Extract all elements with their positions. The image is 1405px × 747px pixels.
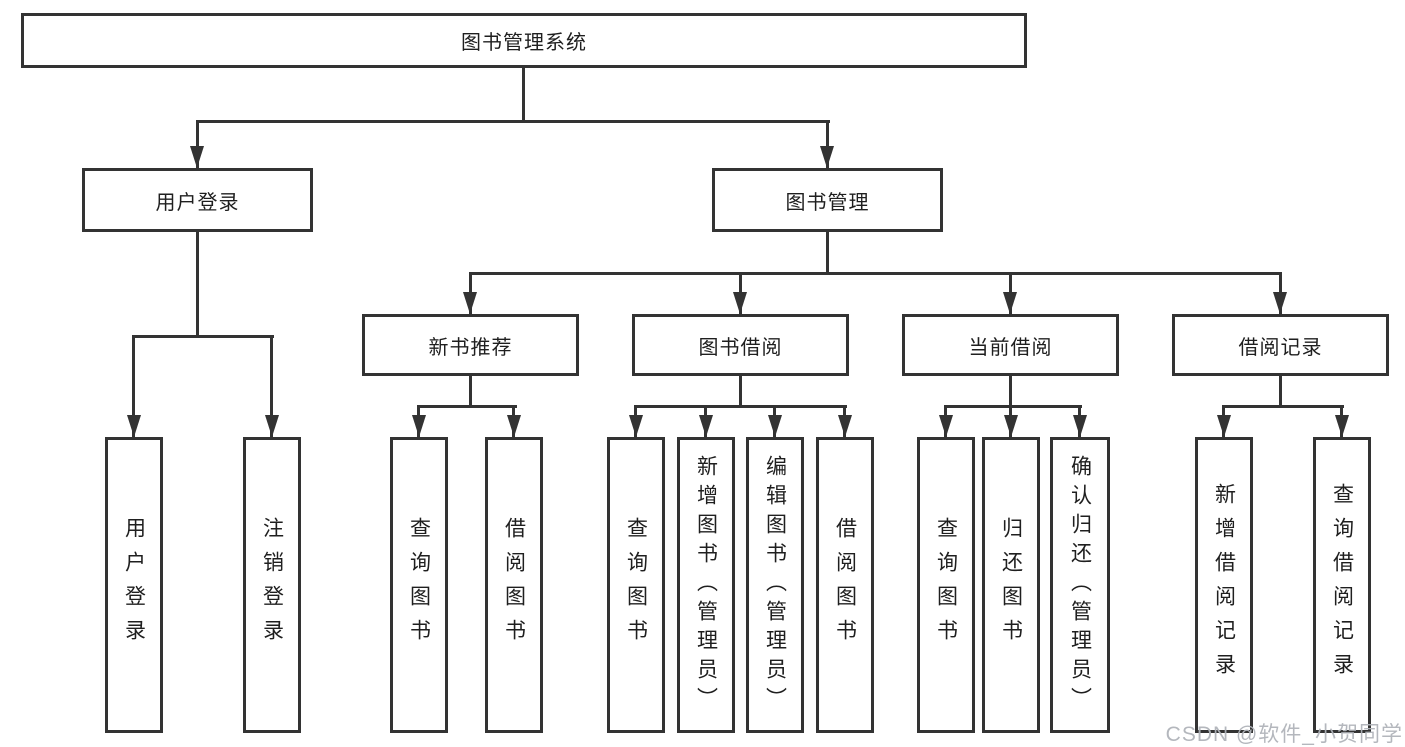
node-borrowing-records: 借阅记录 — [1172, 314, 1389, 376]
connector-line — [469, 376, 472, 408]
arrow-down-icon — [463, 292, 477, 314]
node-label: 借阅记录 — [1238, 336, 1323, 359]
arrow-down-icon — [507, 415, 521, 437]
arrow-down-icon — [629, 415, 643, 437]
leaf-query-books: 查询图书 — [607, 437, 665, 733]
leaf-borrow-books: 借阅图书 — [816, 437, 874, 733]
leaf-label: 新增借阅记录 — [1212, 483, 1236, 687]
connector-line — [634, 405, 847, 408]
connector-line — [469, 272, 1282, 275]
leaf-label: 查询图书 — [934, 517, 958, 653]
node-book-borrowing: 图书借阅 — [632, 314, 849, 376]
connector-line — [826, 120, 829, 168]
leaf-confirm-return-admin: 确认归还（管理员） — [1050, 437, 1110, 733]
arrow-down-icon — [838, 415, 852, 437]
leaf-borrow-books: 借阅图书 — [485, 437, 543, 733]
node-book-management: 图书管理 — [712, 168, 943, 232]
connector-line — [826, 232, 829, 275]
connector-line — [270, 335, 273, 437]
arrow-down-icon — [1217, 415, 1231, 437]
node-label: 用户登录 — [155, 191, 240, 214]
leaf-query-books: 查询图书 — [390, 437, 448, 733]
connector-line — [132, 335, 274, 338]
leaf-label: 查询图书 — [407, 517, 431, 653]
connector-line — [944, 405, 1082, 408]
leaf-label: 编辑图书（管理员） — [763, 454, 787, 716]
csdn-watermark: CSDN @软件_小贺同学 — [1165, 723, 1403, 746]
node-current-borrowing: 当前借阅 — [902, 314, 1119, 376]
connector-line — [196, 120, 830, 123]
node-label: 当前借阅 — [968, 336, 1053, 359]
arrow-down-icon — [1003, 292, 1017, 314]
leaf-user-login: 用户登录 — [105, 437, 163, 733]
leaf-query-books: 查询图书 — [917, 437, 975, 733]
leaf-logout: 注销登录 — [243, 437, 301, 733]
arrow-down-icon — [733, 292, 747, 314]
arrow-down-icon — [699, 415, 713, 437]
arrow-down-icon — [820, 146, 834, 168]
leaf-label: 归还图书 — [999, 517, 1023, 653]
leaf-label: 注销登录 — [260, 517, 284, 653]
arrow-down-icon — [1335, 415, 1349, 437]
arrow-down-icon — [939, 415, 953, 437]
connector-line — [132, 335, 135, 437]
connector-line — [417, 405, 517, 408]
connector-line — [196, 120, 199, 168]
node-root-book-management-system: 图书管理系统 — [21, 13, 1027, 68]
arrow-down-icon — [1004, 415, 1018, 437]
leaf-label: 用户登录 — [122, 517, 146, 653]
leaf-edit-books-admin: 编辑图书（管理员） — [746, 437, 804, 733]
arrow-down-icon — [127, 415, 141, 437]
arrow-down-icon — [1273, 292, 1287, 314]
arrow-down-icon — [768, 415, 782, 437]
arrow-down-icon — [1073, 415, 1087, 437]
node-label: 新书推荐 — [428, 336, 513, 359]
leaf-label: 查询图书 — [624, 517, 648, 653]
node-new-book-recommendation: 新书推荐 — [362, 314, 579, 376]
connector-line — [522, 68, 525, 123]
arrow-down-icon — [265, 415, 279, 437]
leaf-label: 确认归还（管理员） — [1068, 454, 1092, 716]
arrow-down-icon — [190, 146, 204, 168]
node-user-login: 用户登录 — [82, 168, 313, 232]
leaf-add-books-admin: 新增图书（管理员） — [677, 437, 735, 733]
leaf-query-borrow-record: 查询借阅记录 — [1313, 437, 1371, 733]
node-label: 图书管理系统 — [461, 32, 587, 54]
leaf-return-books: 归还图书 — [982, 437, 1040, 733]
leaf-label: 借阅图书 — [833, 517, 857, 653]
leaf-add-borrow-record: 新增借阅记录 — [1195, 437, 1253, 733]
connector-line — [196, 232, 199, 337]
connector-line — [739, 376, 742, 408]
connector-line — [1009, 376, 1012, 408]
leaf-label: 新增图书（管理员） — [694, 454, 718, 716]
arrow-down-icon — [412, 415, 426, 437]
node-label: 图书借阅 — [698, 336, 783, 359]
connector-line — [1279, 376, 1282, 408]
leaf-label: 借阅图书 — [502, 517, 526, 653]
connector-line — [1222, 405, 1344, 408]
node-label: 图书管理 — [785, 191, 870, 214]
leaf-label: 查询借阅记录 — [1330, 483, 1354, 687]
